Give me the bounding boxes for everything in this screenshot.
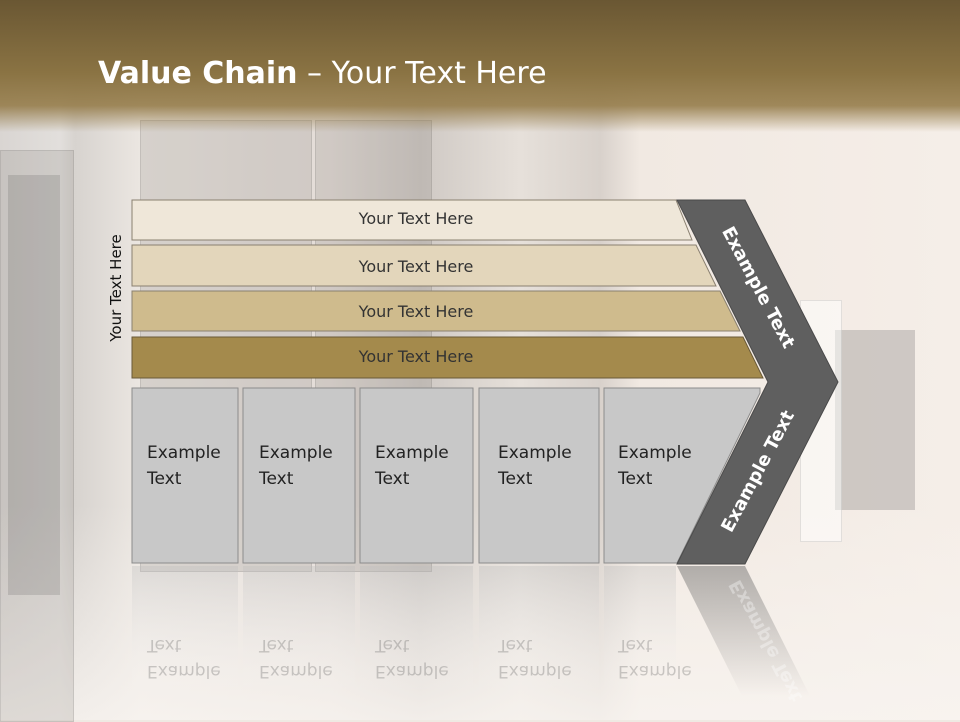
band-4 <box>131 336 764 379</box>
band-2 <box>131 244 717 287</box>
reflection-text-1-line2: Text <box>147 635 182 655</box>
reflection-text-5: Example Text <box>618 632 692 684</box>
activity-box-5-line2: Text <box>618 469 653 489</box>
server-rack-left <box>0 150 74 722</box>
activity-box-2 <box>242 387 356 564</box>
reflection-box-3 <box>360 566 473 696</box>
activity-box-1 <box>131 387 239 564</box>
activity-box-4-line2: Text <box>498 469 533 489</box>
activity-box-2-line2: Text <box>259 469 294 489</box>
margin-chevron <box>676 199 839 565</box>
activity-box-1-line2: Text <box>147 469 182 489</box>
slide-title: Value Chain – Your Text Here <box>98 56 547 91</box>
reflection-text-3: Example Text <box>375 632 449 684</box>
band-label-3: Your Text Here <box>358 302 474 321</box>
reflection-text-1-line1: Example <box>147 661 221 681</box>
server-racks-far <box>835 330 915 510</box>
header-band <box>0 0 960 132</box>
activity-box-3-line1: Example <box>375 443 449 463</box>
reflection-text-4: Example Text <box>498 632 572 684</box>
reflection-box-1 <box>132 566 238 696</box>
reflection-text-2-line1: Example <box>259 661 333 681</box>
band-3 <box>131 290 741 332</box>
reflection-box-2 <box>243 566 355 696</box>
activity-box-5-line1: Example <box>618 443 692 463</box>
activity-box-3 <box>359 387 474 564</box>
band-label-2: Your Text Here <box>358 257 474 276</box>
activity-box-3-line2: Text <box>375 469 410 489</box>
reflection-text-5-line2: Text <box>618 635 653 655</box>
server-rack-door <box>8 175 60 595</box>
reflection-box-5 <box>604 566 676 696</box>
reflection-text-2-line2: Text <box>259 635 294 655</box>
reflection-text-3-line2: Text <box>375 635 410 655</box>
reflection-box-4 <box>479 566 599 696</box>
title-bold: Value Chain <box>98 56 298 91</box>
band-1 <box>131 199 693 241</box>
band-label-4: Your Text Here <box>358 347 474 366</box>
title-rest: – Your Text Here <box>297 56 547 91</box>
activity-box-4-line1: Example <box>498 443 572 463</box>
reflection-text-5-line1: Example <box>618 661 692 681</box>
reflection-text-4-line2: Text <box>498 635 533 655</box>
reflection-text-2: Example Text <box>259 632 333 684</box>
activity-box-1-line1: Example <box>147 443 221 463</box>
band-label-1: Your Text Here <box>358 209 474 228</box>
reflection-chevron <box>677 566 810 696</box>
reflection-text-3-line1: Example <box>375 661 449 681</box>
activity-box-2-line1: Example <box>259 443 333 463</box>
reflection-text-1: Example Text <box>147 632 221 684</box>
reflection-text-4-line1: Example <box>498 661 572 681</box>
activity-box-5 <box>603 387 761 564</box>
activity-box-4 <box>478 387 600 564</box>
